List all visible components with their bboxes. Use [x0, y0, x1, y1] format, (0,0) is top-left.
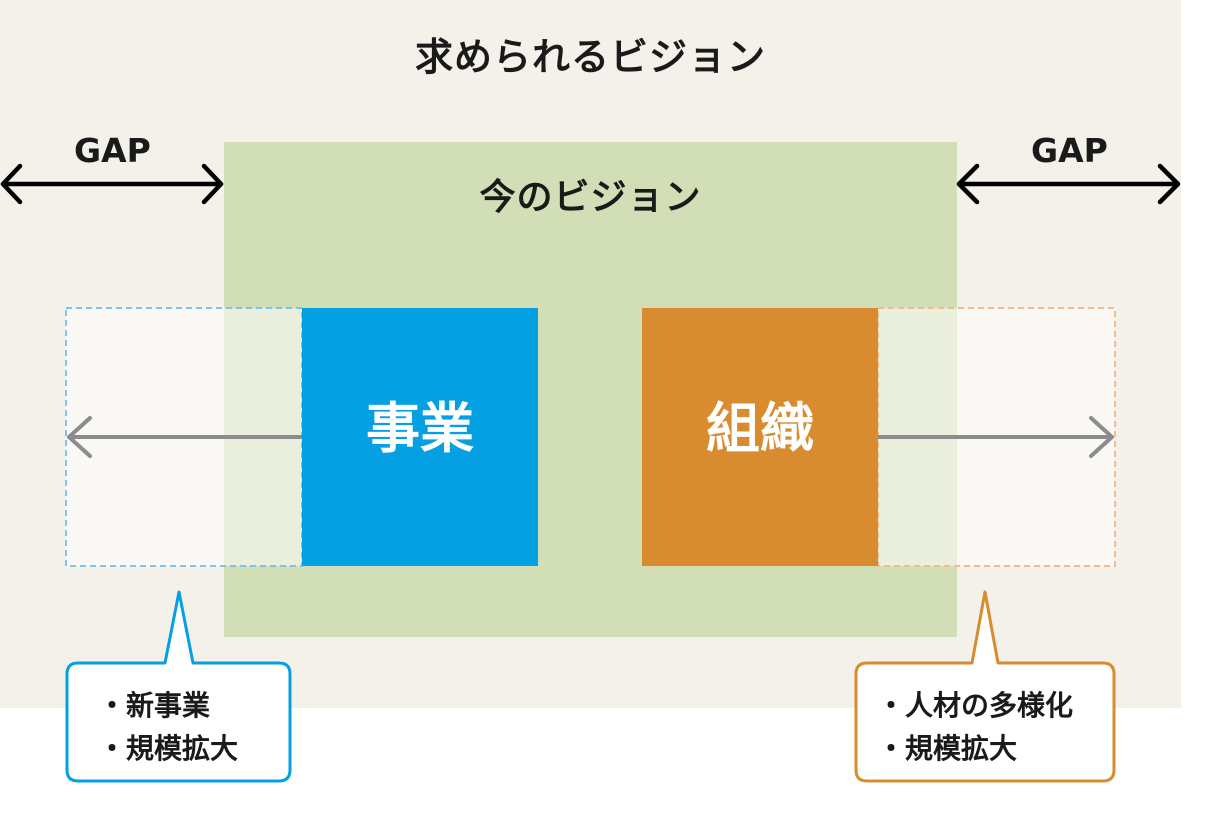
organization-label: 組織 — [706, 397, 814, 460]
organization-callout-bubble — [854, 590, 1116, 783]
business-expansion-arrow — [67, 416, 304, 458]
organization-callout-list: ・人材の多様化 ・規模拡大 — [877, 684, 1073, 770]
required-vision-title: 求められるビジョン — [414, 35, 766, 79]
gap-left-label: GAP — [74, 131, 151, 170]
business-callout-list: ・新事業 ・規模拡大 — [98, 684, 238, 770]
business-callout-bubble — [65, 590, 292, 783]
organization-callout-item: ・人材の多様化 — [877, 689, 1074, 722]
current-vision-title: 今のビジョン — [479, 177, 702, 218]
organization-callout-item: ・規模拡大 — [877, 732, 1018, 765]
business-label: 事業 — [366, 397, 474, 460]
business-callout-item: ・新事業 — [98, 689, 211, 722]
business-callout-item: ・規模拡大 — [98, 732, 239, 765]
organization-box — [642, 308, 878, 566]
gap-left-arrow — [0, 163, 224, 205]
organization-expansion-arrow — [876, 416, 1114, 458]
business-box — [302, 308, 538, 566]
gap-right-arrow — [956, 163, 1181, 205]
gap-right-label: GAP — [1031, 131, 1108, 170]
